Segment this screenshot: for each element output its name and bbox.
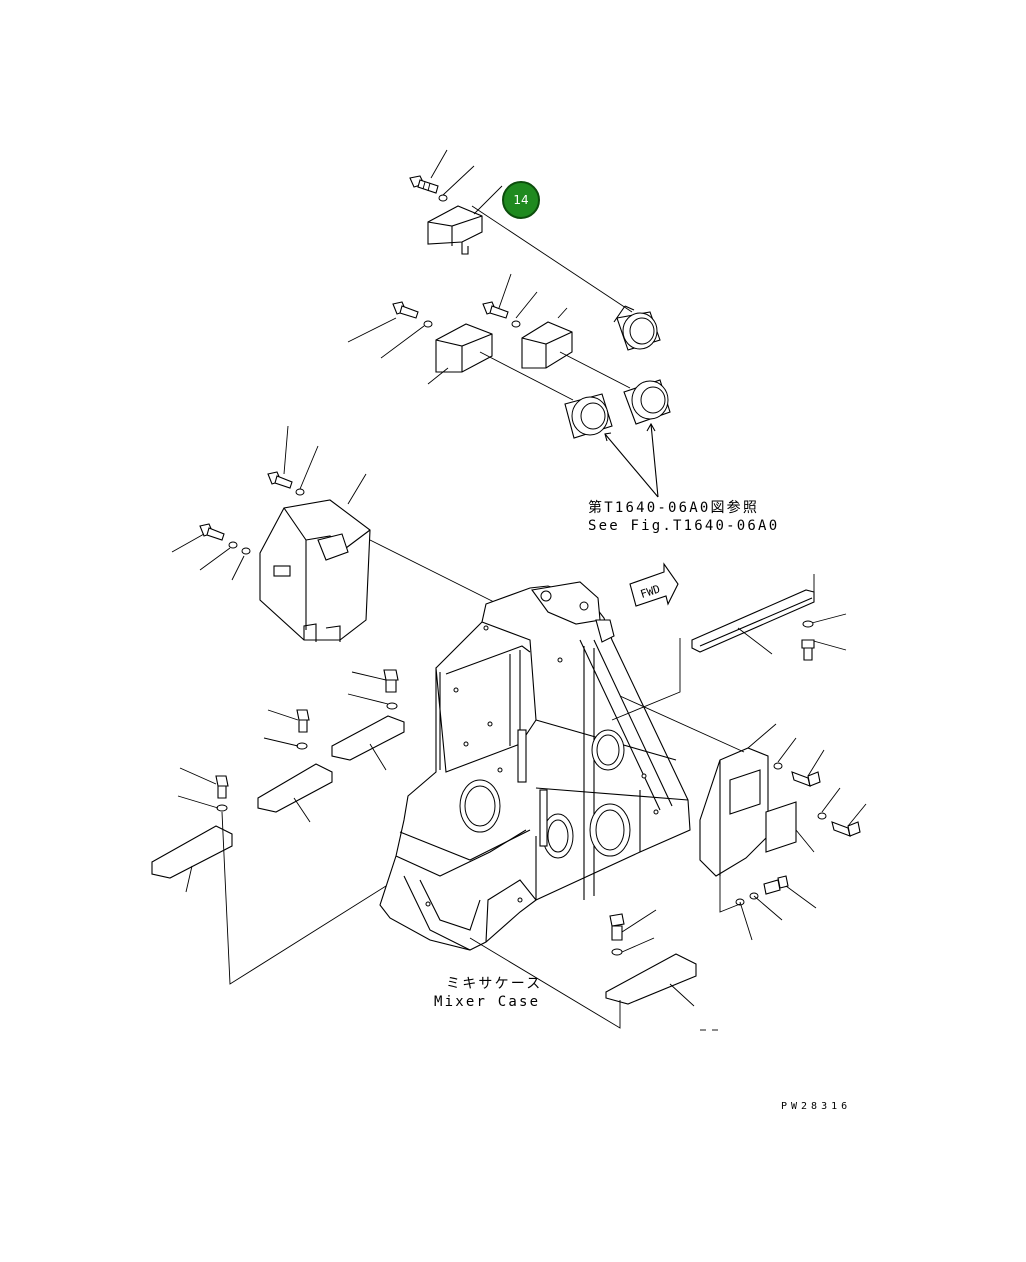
mixer-case-label-english: Mixer Case [434,994,541,1010]
fwd-arrow-text: FWD [639,582,662,601]
right-side-cover [619,695,867,941]
large-side-cover [171,425,503,642]
figure-code: PW28316 [781,1101,852,1112]
top-cover-assembly [409,149,633,313]
reference-note-english: See Fig.T1640-06A0 [588,518,780,534]
duct-flange-right [623,379,671,425]
right-rail-plate [611,574,847,721]
duct-flange-upper [613,305,661,351]
mixer-case-label-japanese: ミキサケース [446,976,543,992]
fwd-arrow: FWD [629,562,679,607]
top-bolt [409,175,439,194]
middle-cover-group [347,273,631,401]
top-washer [438,194,448,202]
callout-14-badge[interactable]: 14 [502,181,540,219]
callout-number: 14 [513,193,529,207]
top-small-cover [427,205,483,255]
bottom-plate [469,909,718,1031]
reference-note-japanese: 第T1640-06A0図参照 [588,500,760,516]
duct-flange-left [564,393,613,439]
left-plate-group [151,669,405,985]
mixer-case-frame [379,581,691,951]
